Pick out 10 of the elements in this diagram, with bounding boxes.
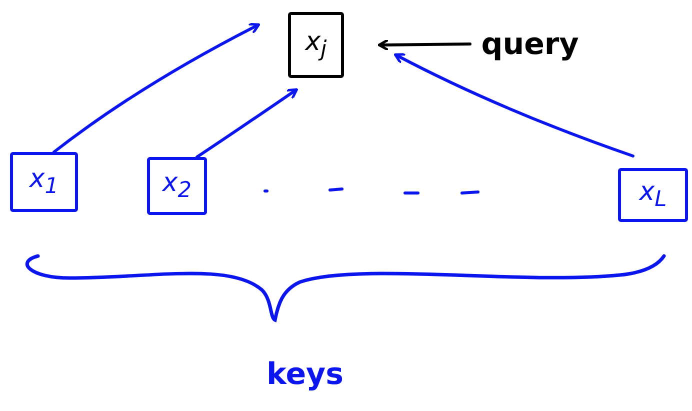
arrow	[196, 88, 298, 158]
arrow	[394, 53, 634, 158]
arrow	[52, 22, 260, 154]
arrow	[378, 38, 472, 52]
variable-box: x$_{2}$	[147, 157, 207, 215]
variable-box: x$_{L}$	[618, 168, 688, 222]
brace-label: keys	[266, 356, 344, 394]
variable-box: x$_{1}$	[10, 152, 78, 212]
variable-box: x$_{j}$	[288, 12, 344, 78]
query-text: query	[470, 22, 590, 66]
